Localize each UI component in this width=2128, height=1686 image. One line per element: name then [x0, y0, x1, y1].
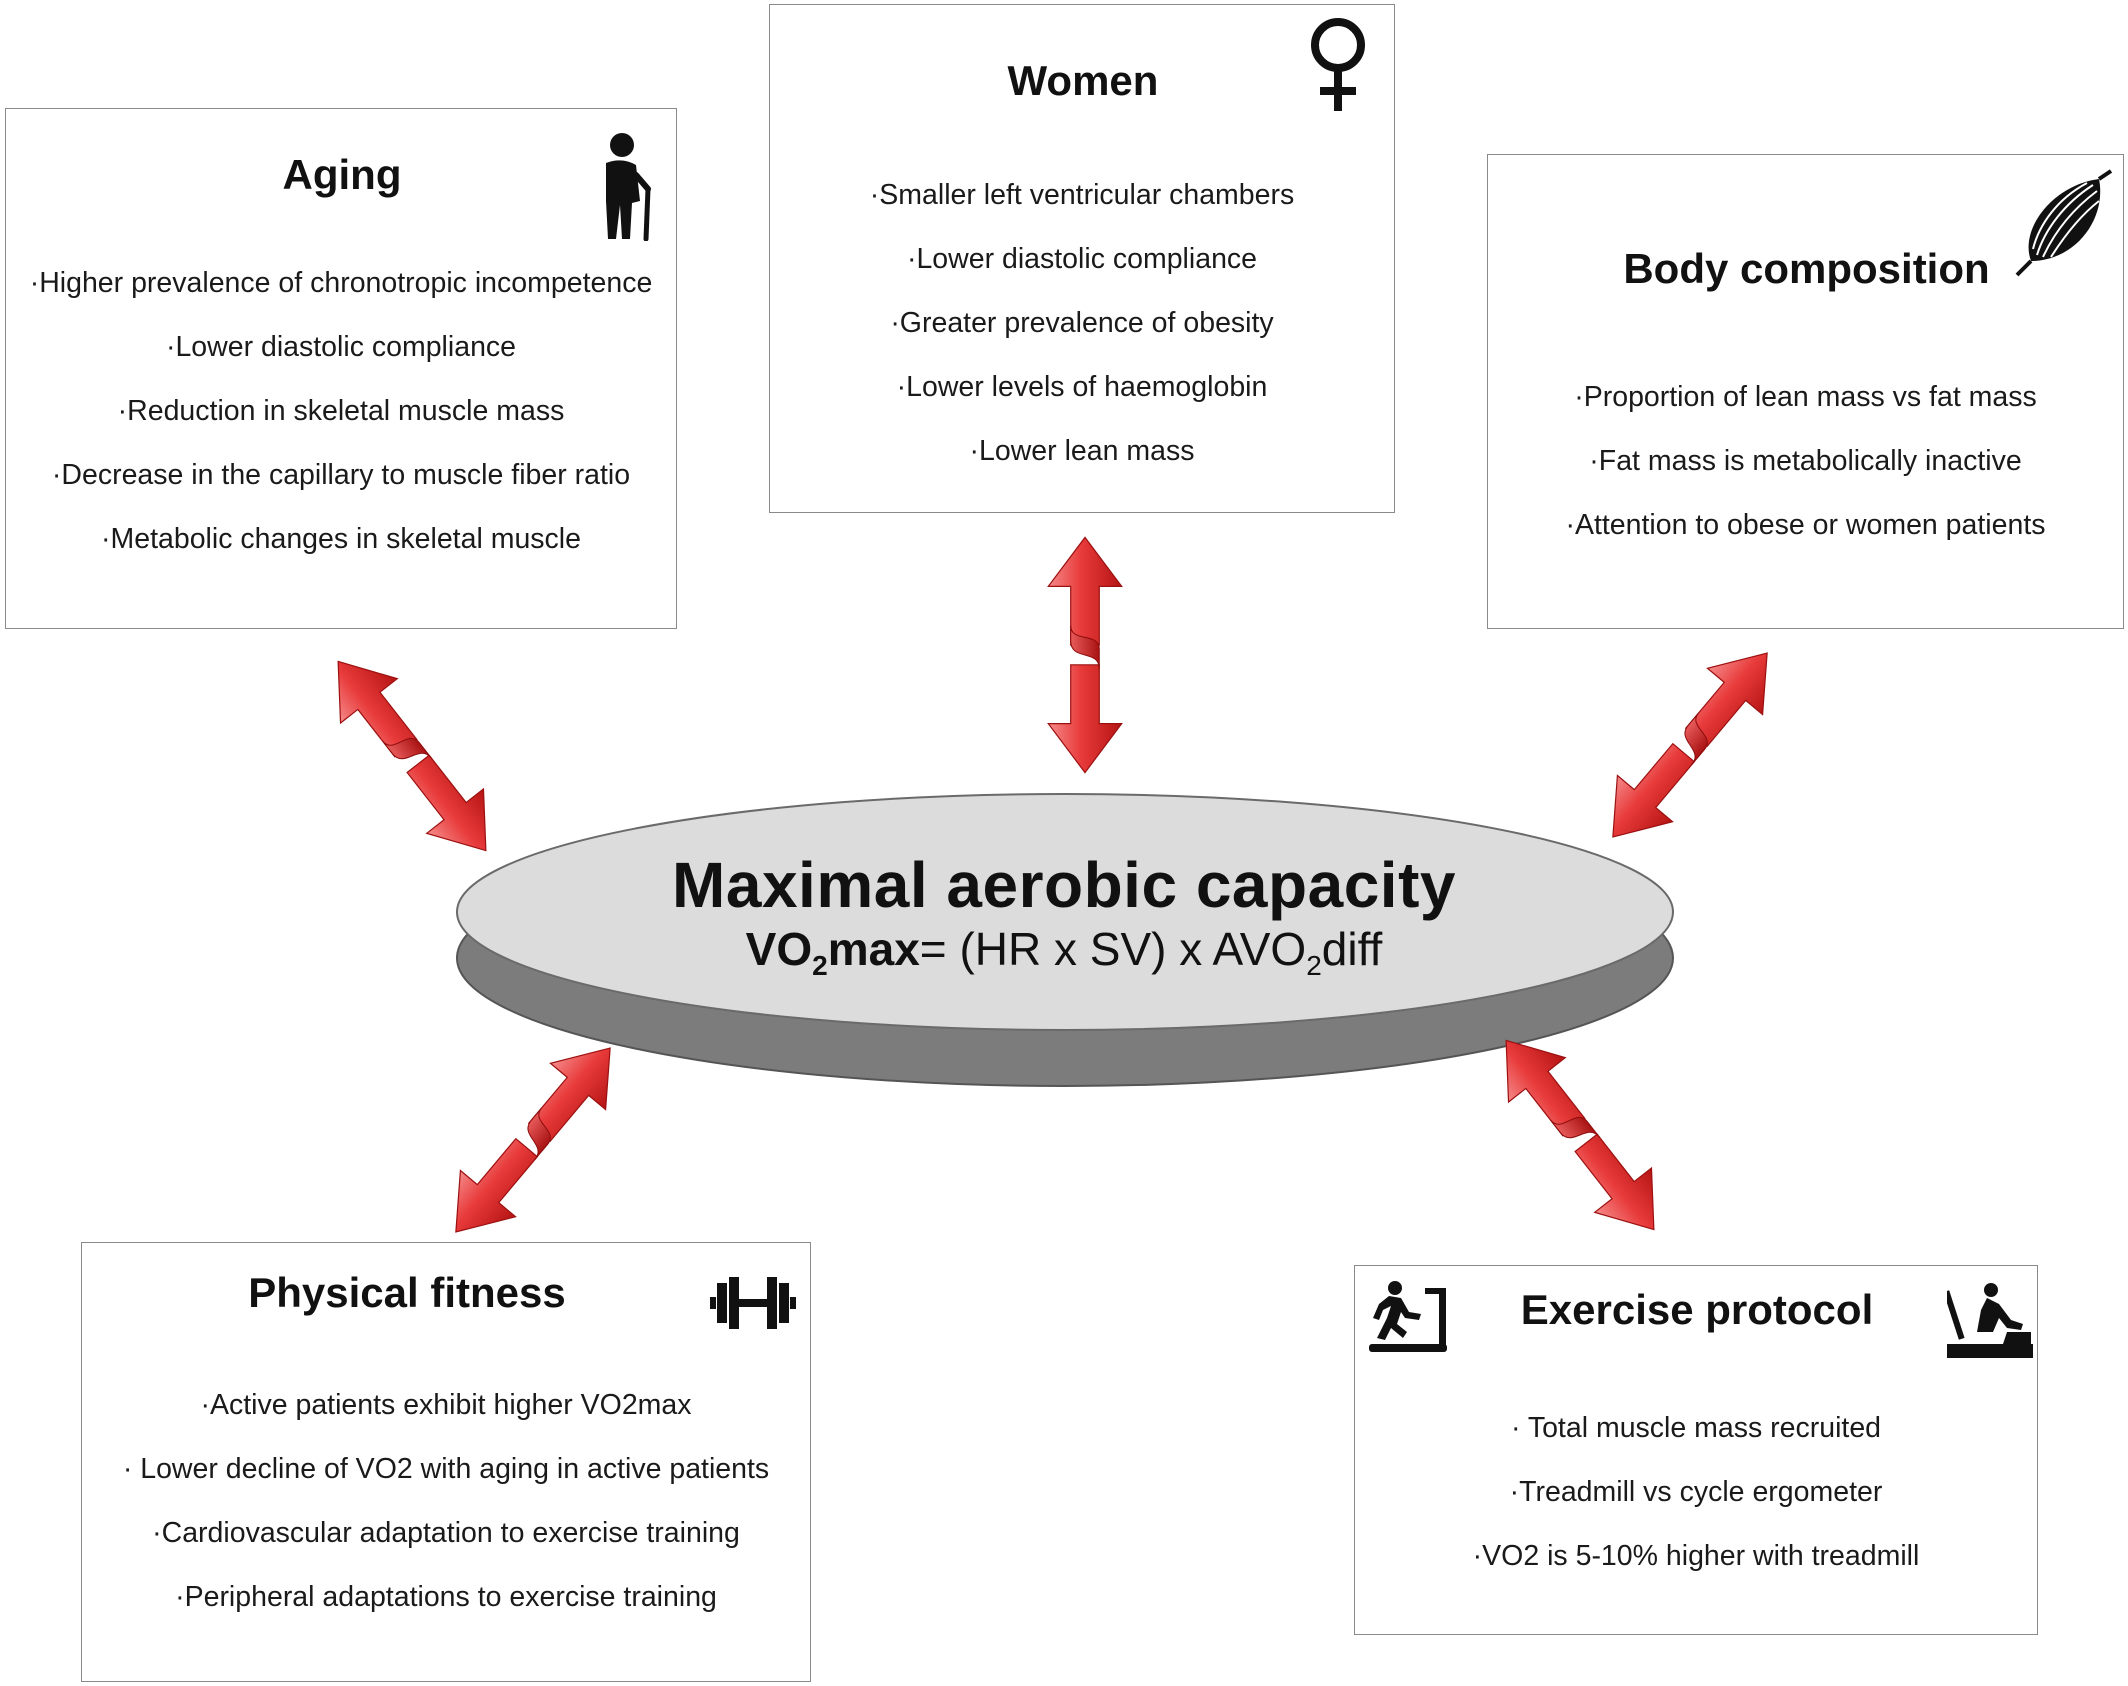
physical-fitness-box: Physical fitness ·Active patients exhibi…	[81, 1242, 811, 1682]
center-formula: VO2max= (HR x SV) x AVO2diff	[0, 922, 2128, 982]
exercise-protocol-item: ·Treadmill vs cycle ergometer	[1509, 1476, 1883, 1508]
physical-fitness-item: ·Cardiovascular adaptation to exercise t…	[152, 1517, 740, 1549]
dumbbell-icon	[710, 1277, 796, 1329]
physical-fitness-item: ·Peripheral adaptations to exercise trai…	[175, 1581, 717, 1613]
arrow-physical-fitness	[427, 1024, 639, 1256]
formula-sub-2b: 2	[1306, 950, 1322, 981]
exercise-protocol-title: Exercise protocol	[1520, 1286, 1874, 1333]
formula-middle: = (HR x SV) x AVO	[919, 923, 1307, 975]
disk-top	[456, 793, 1674, 1031]
aging-item: ·Decrease in the capillary to muscle fib…	[51, 459, 631, 491]
cycle-ergometer-icon	[1947, 1283, 2033, 1358]
treadmill-icon	[1369, 1281, 1447, 1352]
center-title: Maximal aerobic capacity	[672, 849, 1456, 921]
formula-vo: VO	[745, 923, 813, 975]
formula-max: max	[827, 923, 920, 975]
exercise-protocol-item: · Total muscle mass recruited	[1510, 1412, 1882, 1444]
women-item: ·Lower lean mass	[969, 435, 1195, 467]
arrow-body-composition	[1584, 629, 1796, 861]
arrow-women	[1047, 536, 1123, 774]
women-title: Women	[1007, 57, 1159, 104]
women-box: Women ·Smaller left ventricular chambers…	[769, 4, 1395, 513]
muscle-icon	[2015, 169, 2113, 277]
aging-box: Aging ·Higher prevalence of chronotropic…	[5, 108, 677, 629]
body-composition-box: Body composition ·Proportion of lean mas…	[1487, 154, 2124, 629]
aging-title: Aging	[282, 151, 402, 198]
physical-fitness-item: ·Active patients exhibit higher VO2max	[200, 1389, 692, 1421]
female-symbol-icon	[1311, 18, 1365, 111]
women-item: ·Greater prevalence of obesity	[890, 307, 1274, 339]
formula-sub-2: 2	[812, 950, 828, 981]
aging-item: ·Higher prevalence of chronotropic incom…	[29, 267, 653, 299]
body-composition-title: Body composition	[1623, 245, 1990, 292]
arrow-exercise-protocol	[1477, 1017, 1683, 1253]
women-item: ·Lower levels of haemoglobin	[896, 371, 1268, 403]
aging-item: ·Metabolic changes in skeletal muscle	[101, 523, 581, 555]
formula-diff: diff	[1321, 923, 1383, 975]
exercise-protocol-box: Exercise protocol · Total muscle mass re…	[1354, 1265, 2038, 1635]
arrow-aging	[309, 638, 515, 874]
physical-fitness-title: Physical fitness	[248, 1269, 566, 1316]
aging-item: ·Lower diastolic compliance	[165, 331, 517, 363]
body-composition-item: ·Attention to obese or women patients	[1565, 509, 2046, 541]
physical-fitness-item: · Lower decline of VO2 with aging in act…	[122, 1453, 770, 1485]
elderly-person-icon	[606, 133, 651, 241]
women-item: ·Smaller left ventricular chambers	[869, 179, 1295, 211]
exercise-protocol-item: ·VO2 is 5-10% higher with treadmill	[1472, 1540, 1920, 1572]
women-item: ·Lower diastolic compliance	[906, 243, 1258, 275]
aging-item: ·Reduction in skeletal muscle mass	[117, 395, 565, 427]
body-composition-item: ·Proportion of lean mass vs fat mass	[1574, 381, 2037, 413]
body-composition-item: ·Fat mass is metabolically inactive	[1589, 445, 2022, 477]
